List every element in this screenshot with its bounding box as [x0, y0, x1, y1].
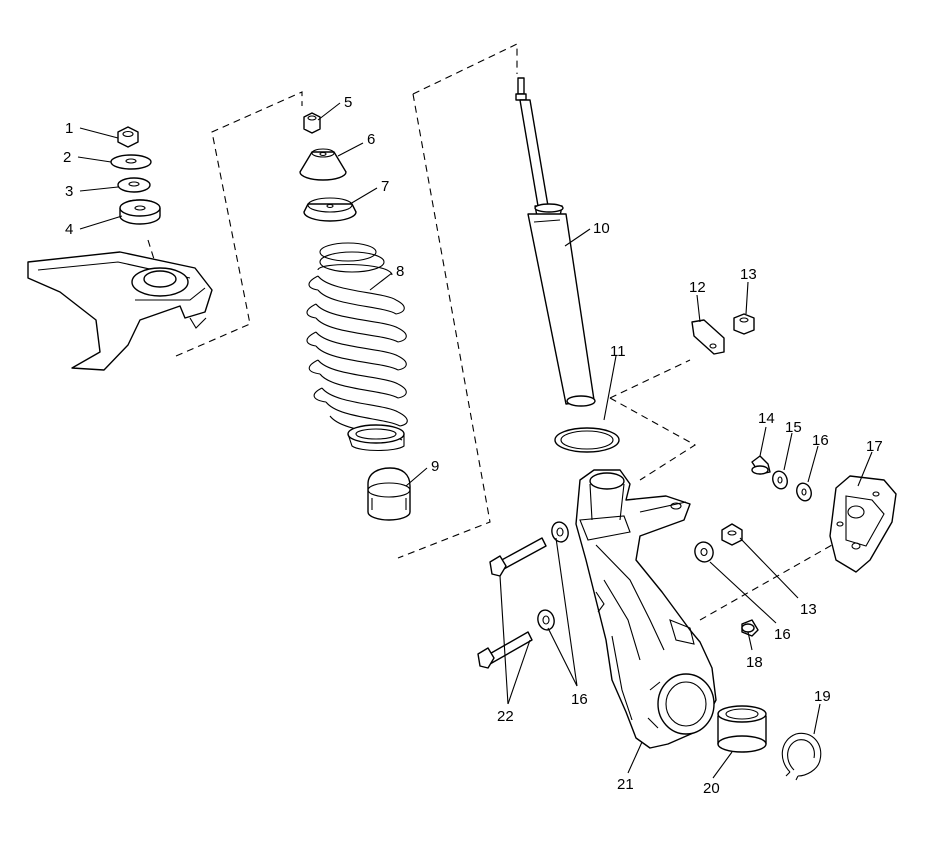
callout-18: 18	[746, 654, 763, 671]
part-6-cap	[299, 148, 347, 181]
part-18-bolt	[741, 619, 759, 637]
part-1-nut	[117, 126, 139, 148]
leader-lines	[77, 102, 873, 779]
part-13-nut-lower	[721, 523, 743, 546]
callout-6: 6	[367, 131, 375, 148]
part-3-washer	[117, 177, 151, 193]
part-2-washer	[110, 154, 152, 170]
callout-1: 1	[65, 120, 73, 137]
part-12-bracket	[691, 319, 725, 355]
callout-17: 17	[866, 438, 883, 455]
part-4-bushing	[119, 199, 161, 225]
part-10-shock	[515, 77, 596, 407]
callout-labels: 1 2 3 4 5 6 7 8 9 10 11 12 13 14 15 16 1…	[63, 94, 883, 797]
callout-11: 11	[610, 343, 626, 360]
part-9-bump-stop	[367, 467, 411, 521]
part-22-bolts	[477, 537, 547, 669]
frame-mount	[27, 251, 213, 371]
spring-coils	[306, 275, 408, 452]
callout-13-lower: 13	[800, 601, 817, 618]
part-16-washers-left	[537, 521, 569, 631]
callout-16-left: 16	[571, 691, 588, 708]
part-5-nut	[303, 112, 321, 134]
part-8-coil-spring	[317, 242, 393, 276]
callout-8: 8	[396, 263, 404, 280]
callout-2: 2	[63, 149, 71, 166]
part-11-ring	[554, 427, 620, 453]
callout-3: 3	[65, 183, 73, 200]
callout-10: 10	[593, 220, 610, 237]
callout-14: 14	[758, 410, 775, 427]
part-7-seat	[303, 197, 357, 222]
callout-13-upper: 13	[740, 266, 757, 283]
callout-22: 22	[497, 708, 514, 725]
part-15-washer	[772, 470, 788, 490]
assembly-lines	[147, 43, 833, 621]
part-21-knuckle	[575, 469, 717, 749]
callout-20: 20	[703, 780, 720, 797]
part-19-snap-ring	[781, 732, 822, 781]
callout-15: 15	[785, 419, 802, 436]
callout-4: 4	[65, 221, 73, 238]
part-16-washer-middle	[694, 541, 714, 563]
part-13-nut-upper	[733, 313, 755, 335]
part-16-washer-right	[796, 482, 812, 502]
callout-16-right: 16	[812, 432, 829, 449]
callout-21: 21	[617, 776, 634, 793]
callout-19: 19	[814, 688, 831, 705]
part-14-bolt	[751, 455, 771, 475]
part-20-bearing	[717, 705, 767, 753]
callout-9: 9	[431, 458, 439, 475]
callout-12: 12	[689, 279, 706, 296]
callout-16-middle: 16	[774, 626, 791, 643]
part-17-caliper	[829, 475, 897, 573]
callout-5: 5	[344, 94, 352, 111]
callout-7: 7	[381, 178, 389, 195]
